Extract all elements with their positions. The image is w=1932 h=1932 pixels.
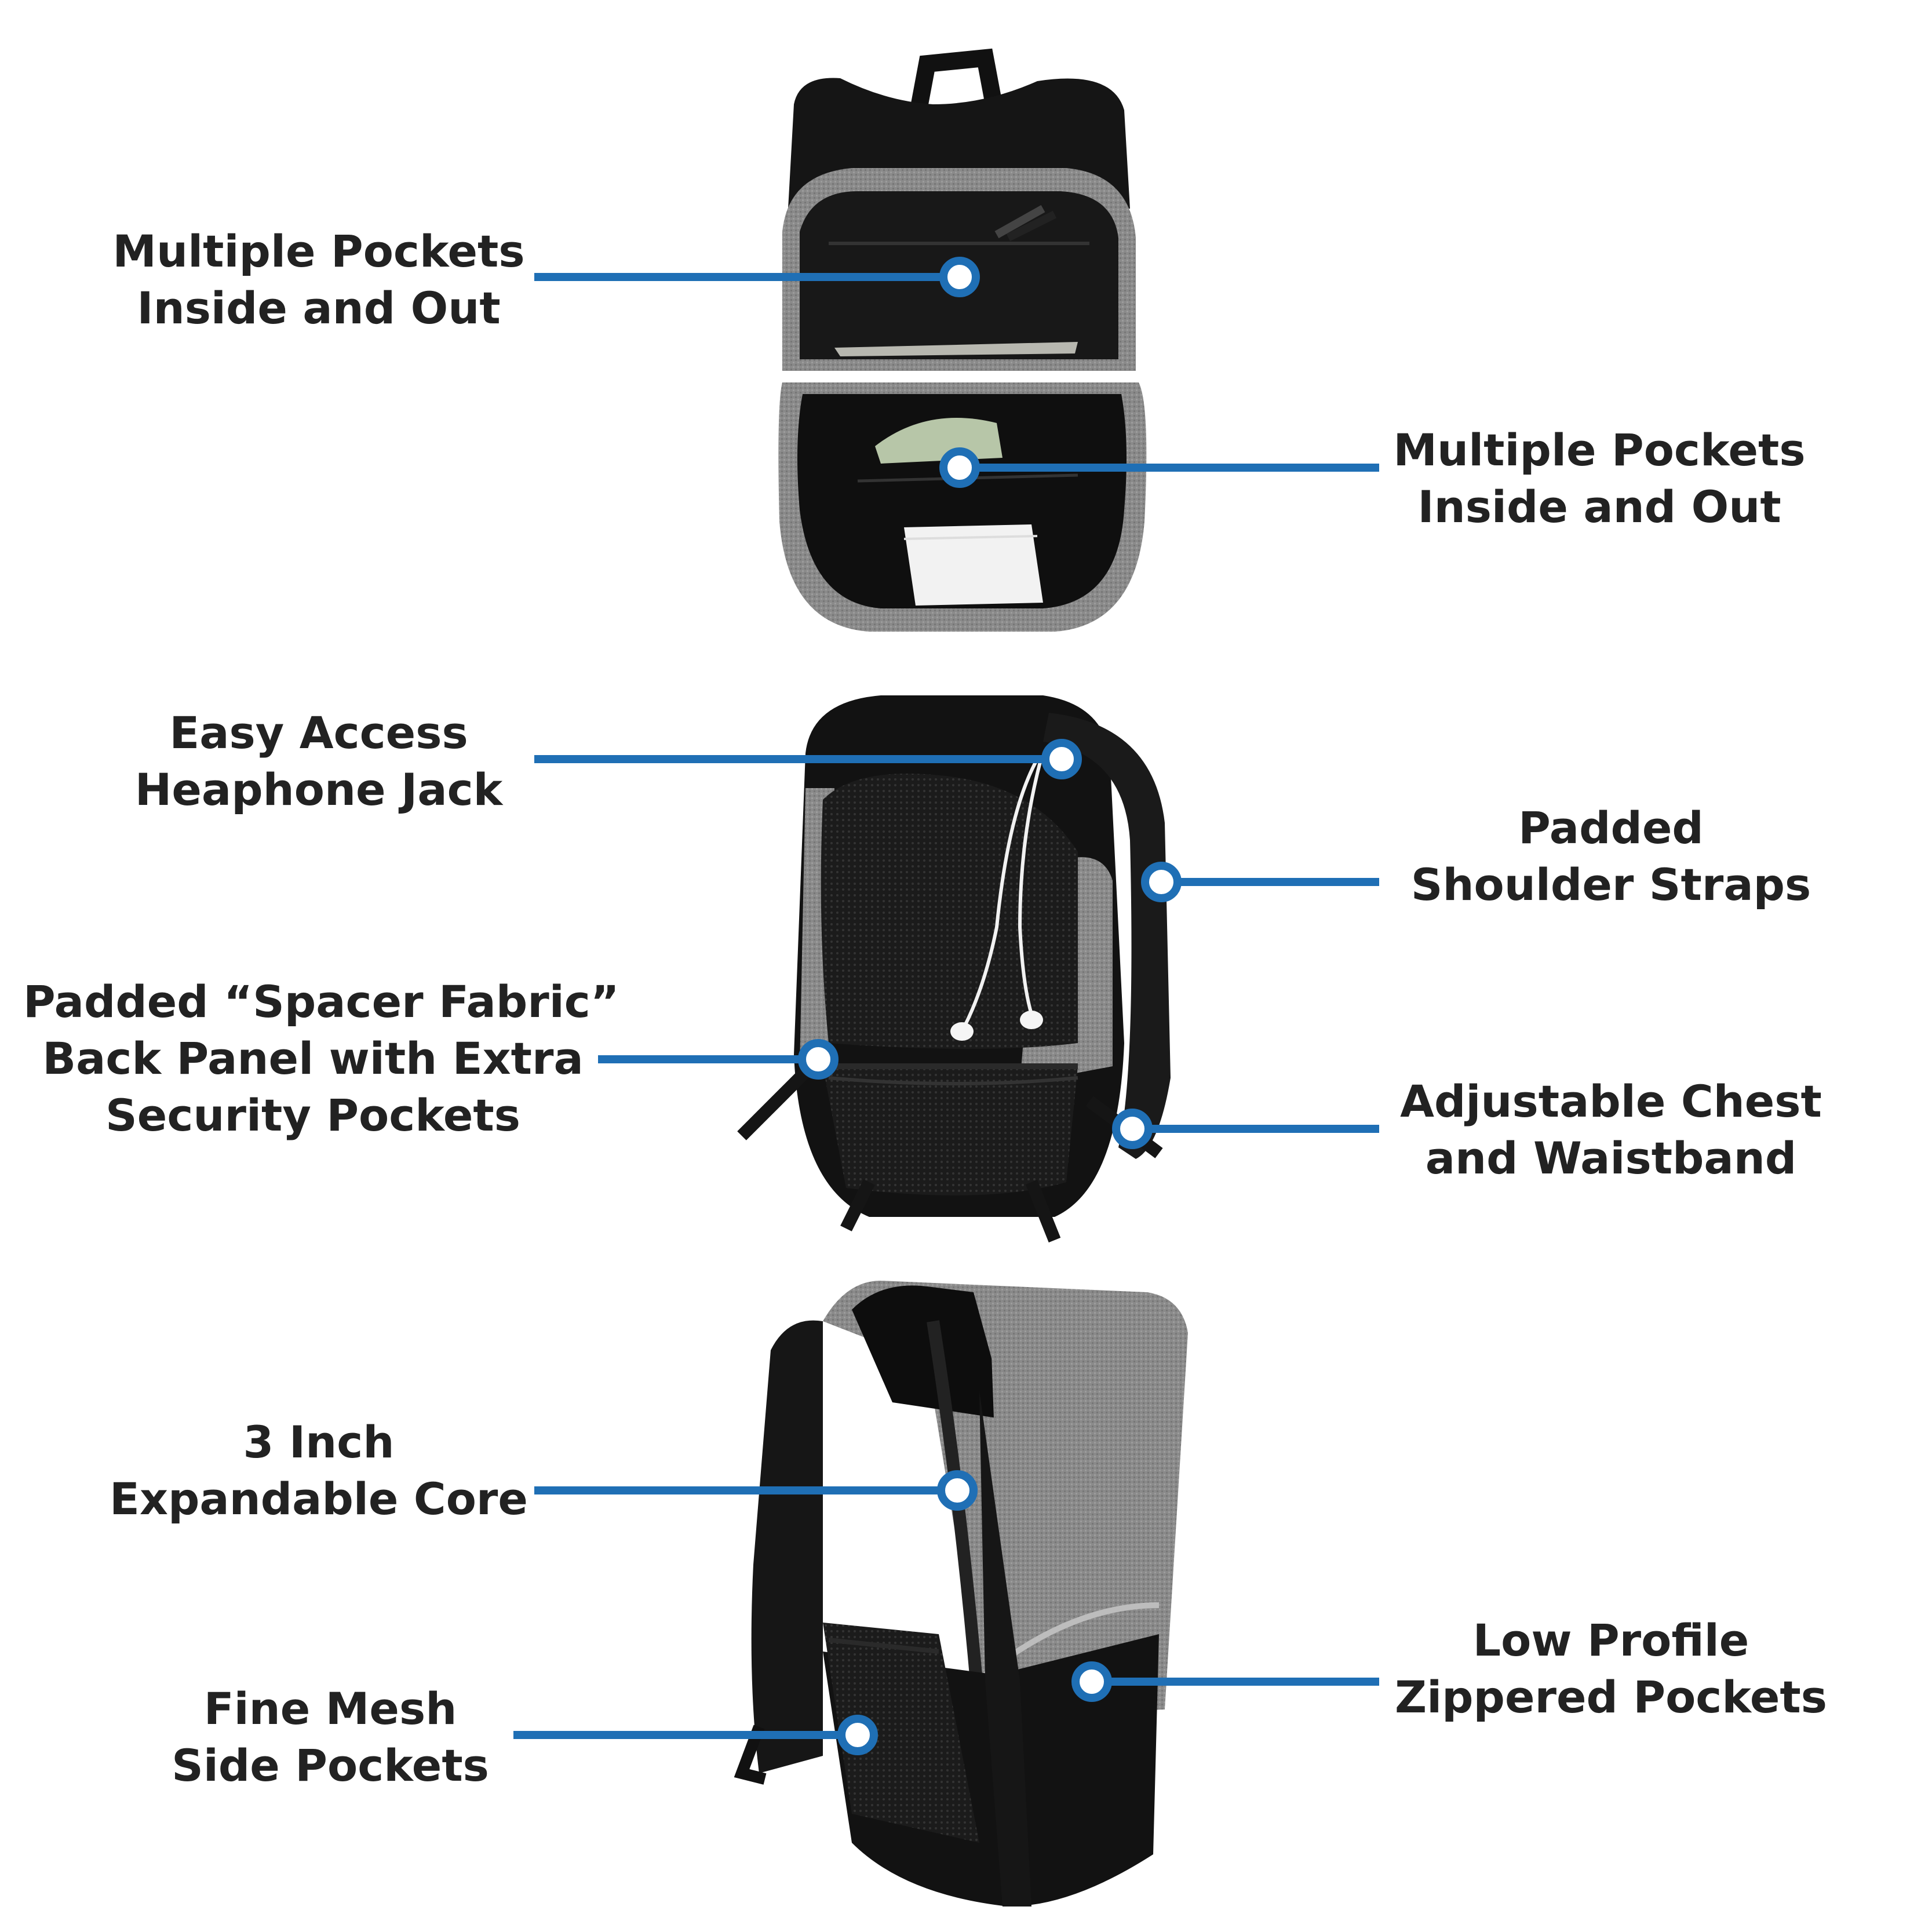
label-line: Fine Mesh [203,1683,457,1734]
leader-dot-multiple-pockets-left [939,257,980,297]
label-line: Adjustable Chest [1400,1076,1822,1127]
backpack-back-panel-photo [737,695,1171,1243]
label-line: Multiple Pockets [112,225,525,277]
label-line: Side Pockets [172,1740,489,1791]
label-line: Inside and Out [1417,481,1781,533]
leader-dot-expandable-core [937,1470,978,1511]
label-line: Inside and Out [137,282,501,334]
leader-dot-mesh-side-pockets [837,1715,878,1755]
label-line: Low Profile [1472,1614,1749,1666]
label-line: Multiple Pockets [1393,424,1806,476]
leader-dot-headphone-jack [1041,739,1082,779]
label-line: Easy Access [169,707,468,759]
label-line: Heaphone Jack [134,764,503,815]
label-zippered-pockets: Low Profile Zippered Pockets [1391,1612,1831,1726]
leader-dot-zippered-pockets [1071,1661,1112,1702]
label-line: and Waistband [1425,1132,1797,1184]
label-line: Shoulder Straps [1410,859,1811,910]
label-multiple-pockets-right: Multiple Pockets Inside and Out [1391,422,1808,535]
leader-dot-shoulder-straps [1141,862,1182,902]
label-line: Padded “Spacer Fabric” [23,976,619,1027]
label-multiple-pockets-left: Multiple Pockets Inside and Out [104,223,533,337]
label-expandable-core: 3 Inch Expandable Core [104,1414,533,1528]
leader-dot-multiple-pockets-right [939,447,980,488]
callout-leader-lines [513,257,1379,1755]
label-line: 3 Inch [243,1416,395,1468]
backpack-open-interior-photo [778,48,1147,632]
leader-dot-back-panel [798,1039,839,1080]
label-line: Zippered Pockets [1395,1671,1827,1723]
label-line: Security Pockets [105,1089,520,1141]
label-chest-waistband: Adjustable Chest and Waistband [1391,1073,1831,1187]
label-shoulder-straps: Padded Shoulder Straps [1402,800,1820,913]
label-line: Padded [1518,802,1704,854]
label-headphone-jack: Easy Access Heaphone Jack [116,705,522,818]
label-line: Expandable Core [110,1473,528,1525]
label-line: Back Panel with Extra [42,1033,584,1084]
label-mesh-side-pockets: Fine Mesh Side Pockets [133,1681,527,1794]
label-back-panel: Padded “Spacer Fabric” Back Panel with E… [23,974,619,1144]
backpack-side-view-photo [734,1281,1188,1907]
leader-dot-chest-waistband [1112,1109,1153,1149]
